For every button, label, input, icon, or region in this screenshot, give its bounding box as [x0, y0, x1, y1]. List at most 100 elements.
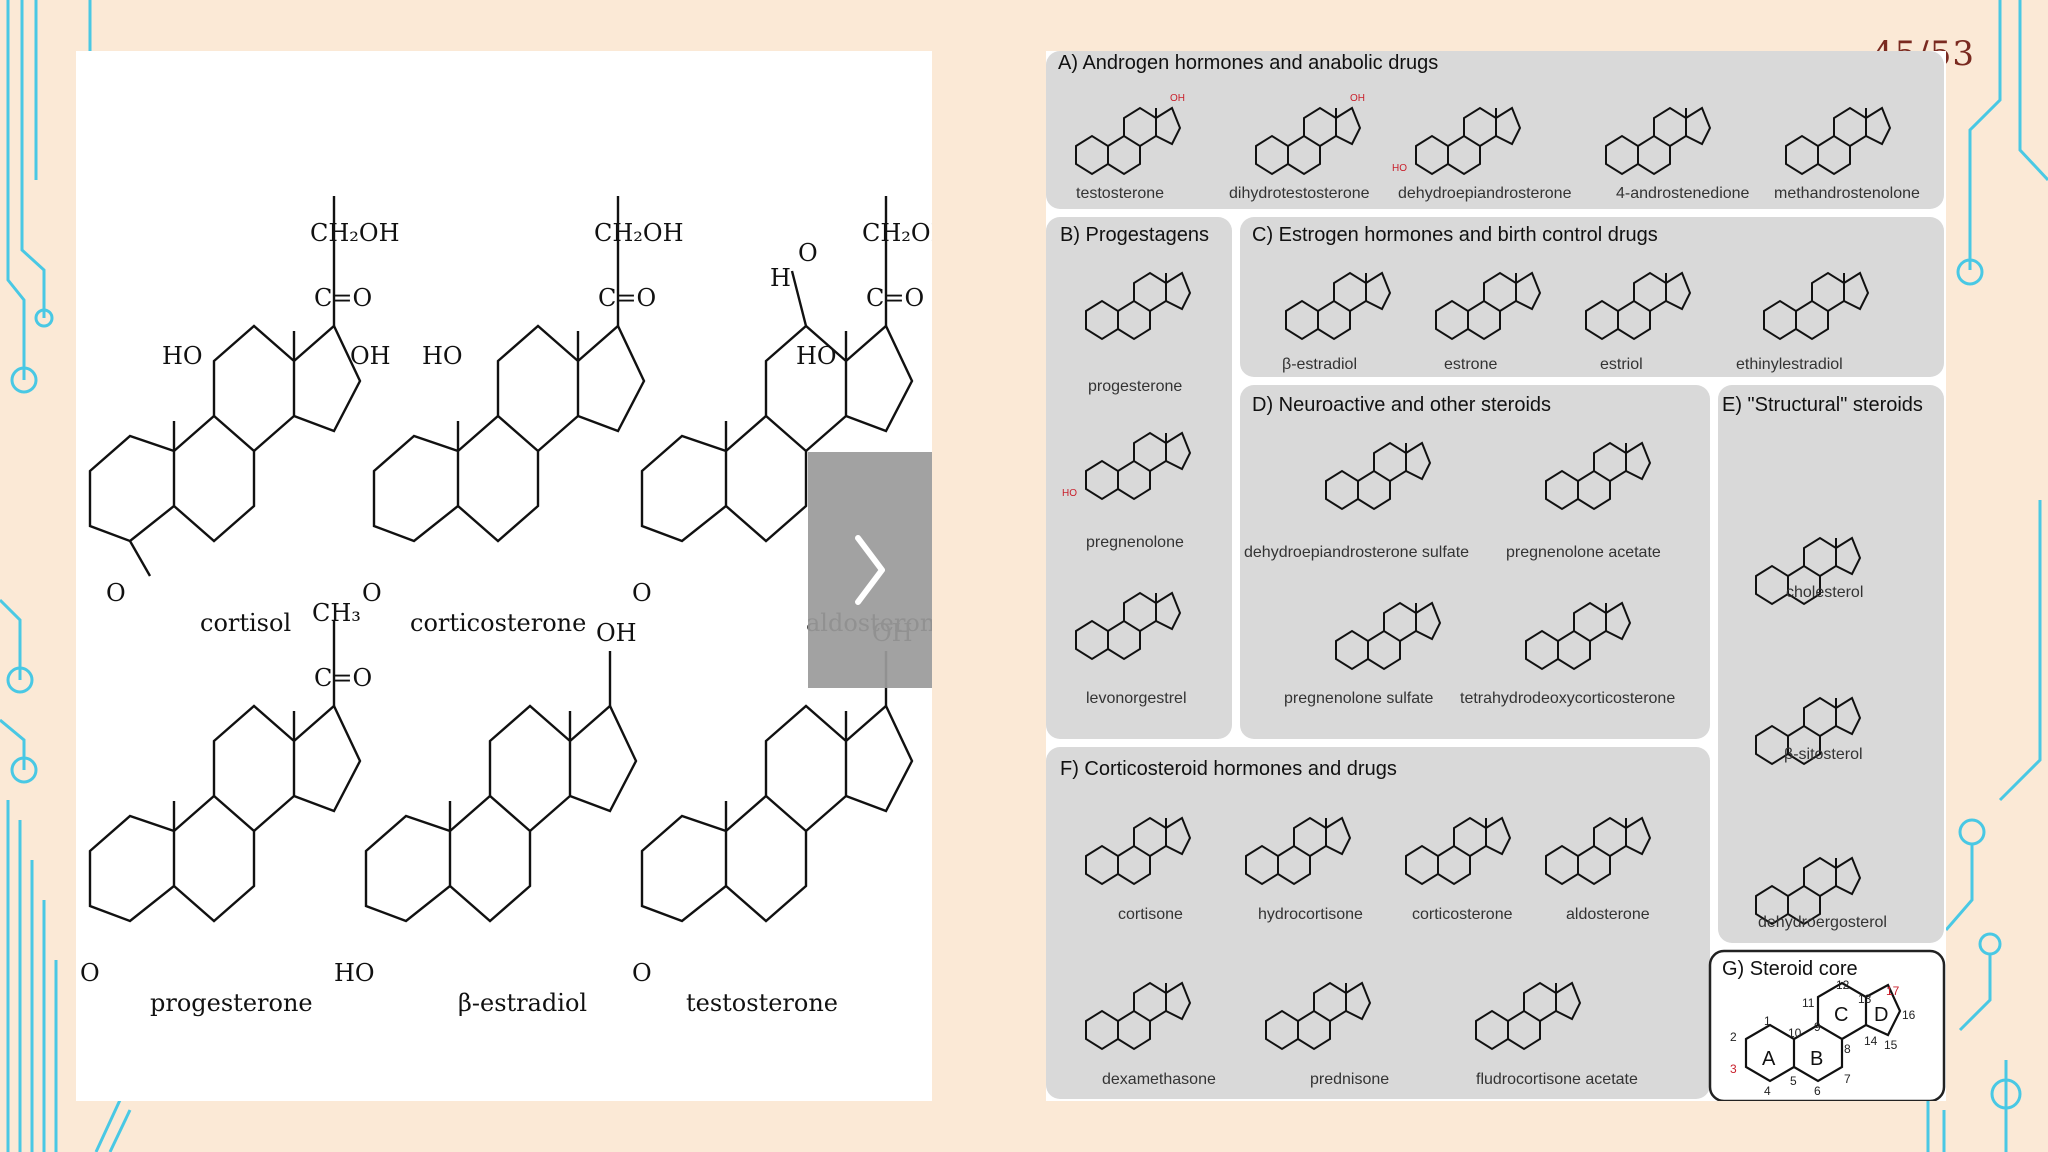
label-dhea-sulfate: dehydroepiandrosterone sulfate: [1244, 544, 1469, 561]
label-cholesterol: cholesterol: [1786, 584, 1863, 601]
panel-g: [1708, 949, 1946, 1101]
label-androstenedione: 4-androstenedione: [1616, 185, 1750, 202]
core-num-10: 10: [1788, 1026, 1802, 1040]
label-pregnenolone-acetate: pregnenolone acetate: [1506, 544, 1661, 561]
core-num-12: 12: [1836, 978, 1850, 992]
label-dehydroergosterol: dehydroergosterol: [1758, 914, 1887, 931]
cortisol-ho-label: HO: [162, 342, 203, 370]
cortisol-ch2oh-label: CH₂OH: [310, 219, 400, 247]
cortisol-co-label: C=O: [314, 284, 372, 312]
aldosterone-ho-label: HO: [796, 342, 837, 370]
ring-c-label: C: [1834, 1004, 1848, 1026]
molecule-estradiol: HO OH β-estradiol: [334, 619, 638, 1017]
progesterone-name: progesterone: [150, 989, 313, 1017]
panel-d-title: D) Neuroactive and other steroids: [1252, 394, 1551, 416]
core-num-6: 6: [1814, 1084, 1821, 1098]
estradiol-ho-label: HO: [334, 959, 375, 987]
panel-f: [1046, 747, 1710, 1099]
panel-d: [1240, 385, 1710, 739]
progesterone-co-label: C=O: [314, 664, 372, 692]
label-estrone: estrone: [1444, 356, 1497, 373]
core-num-11: 11: [1802, 996, 1815, 1010]
panel-f-title: F) Corticosteroid hormones and drugs: [1060, 758, 1397, 780]
cortisol-o-label: O: [106, 579, 126, 607]
label-progesterone: progesterone: [1088, 378, 1182, 395]
steroid-structures-image: O HO OH C=O CH₂OH cortisol O HO C=O CH₂O…: [76, 51, 932, 1101]
panel-b: [1046, 217, 1232, 739]
estradiol-oh-label: OH: [596, 619, 637, 647]
ho-label: HO: [1062, 488, 1077, 499]
aldosterone-o-label: O: [632, 579, 652, 607]
core-num-1: 1: [1764, 1014, 1771, 1028]
cortisol-oh-label: OH: [350, 342, 391, 370]
core-num-8: 8: [1844, 1042, 1851, 1056]
ring-a-label: A: [1762, 1048, 1776, 1070]
oh-label: OH: [1170, 93, 1185, 104]
oh-label: OH: [1350, 93, 1365, 104]
core-num-9: 9: [1814, 1020, 1821, 1034]
label-cortisone: cortisone: [1118, 906, 1183, 923]
progesterone-o-label: O: [80, 959, 100, 987]
corticosterone-name: corticosterone: [410, 609, 586, 637]
label-pregnenolone-sulfate: pregnenolone sulfate: [1284, 690, 1434, 707]
aldosterone-co-label: C=O: [866, 284, 924, 312]
label-pregnenolone: pregnenolone: [1086, 534, 1184, 551]
panel-c-title: C) Estrogen hormones and birth control d…: [1252, 224, 1658, 246]
steroid-core-diagram: [1744, 981, 1902, 1083]
aldosterone-ch2oh-label: CH₂OH: [862, 219, 932, 247]
corticosterone-co-label: C=O: [598, 284, 656, 312]
label-levonorgestrel: levonorgestrel: [1086, 690, 1187, 707]
label-sitosterol: β-sitosterol: [1784, 746, 1863, 763]
core-num-17: 17: [1886, 984, 1900, 998]
testosterone-name: testosterone: [686, 989, 838, 1017]
aldosterone-aldehyde-o-label: O: [798, 239, 818, 267]
panel-b-title: B) Progestagens: [1060, 224, 1209, 246]
corticosterone-ch2oh-label: CH₂OH: [594, 219, 684, 247]
core-num-3: 3: [1730, 1062, 1737, 1076]
label-estradiol: β-estradiol: [1282, 356, 1357, 373]
label-dehydroepiandrosterone: dehydroepiandrosterone: [1398, 185, 1572, 202]
label-dihydrotestosterone: dihydrotestosterone: [1229, 185, 1370, 202]
core-num-15: 15: [1884, 1038, 1898, 1052]
label-prednisone: prednisone: [1310, 1071, 1389, 1088]
label-testosterone: testosterone: [1076, 185, 1164, 202]
cortisol-name: cortisol: [200, 609, 291, 637]
testosterone-o-label: O: [632, 959, 652, 987]
ring-b-label: B: [1810, 1048, 1823, 1070]
progesterone-ch3-label: CH₃: [312, 599, 361, 627]
panel-e-title: E) "Structural" steroids: [1722, 394, 1923, 416]
panel-a-title: A) Androgen hormones and anabolic drugs: [1058, 52, 1438, 74]
molecule-b-pregnenolone: HO: [1062, 432, 1191, 500]
label-estriol: estriol: [1600, 356, 1643, 373]
panel-e: [1718, 385, 1944, 943]
core-num-4: 4: [1764, 1084, 1771, 1098]
label-hydrocortisone: hydrocortisone: [1258, 906, 1363, 923]
corticosterone-o-label: O: [362, 579, 382, 607]
molecule-a-dhea: HO: [1392, 107, 1521, 175]
aldosterone-h-label: H: [770, 264, 791, 292]
molecule-cortisol: O HO OH C=O CH₂OH cortisol: [88, 196, 400, 637]
ho-label: HO: [1392, 163, 1407, 174]
estradiol-name: β-estradiol: [458, 989, 587, 1017]
corticosterone-ho-label: HO: [422, 342, 463, 370]
molecule-progesterone: O C=O CH₃ progesterone: [80, 599, 372, 1017]
core-num-2: 2: [1730, 1030, 1737, 1044]
molecule-corticosterone: O HO C=O CH₂OH corticosterone: [362, 196, 684, 637]
label-corticosterone: corticosterone: [1412, 906, 1513, 923]
core-num-14: 14: [1864, 1034, 1878, 1048]
label-fludrocortisone: fludrocortisone acetate: [1476, 1071, 1638, 1088]
label-aldosterone: aldosterone: [1566, 906, 1650, 923]
label-dexamethasone: dexamethasone: [1102, 1071, 1216, 1088]
panel-c: [1240, 217, 1944, 377]
label-ethinylestradiol: ethinylestradiol: [1736, 356, 1843, 373]
core-num-7: 7: [1844, 1072, 1851, 1086]
ring-d-label: D: [1874, 1004, 1888, 1026]
molecule-a-dihydrotestosterone: OH: [1255, 93, 1365, 175]
core-num-16: 16: [1902, 1008, 1916, 1022]
core-num-13: 13: [1858, 992, 1872, 1006]
panel-g-title: G) Steroid core: [1722, 958, 1858, 980]
label-methandrostenolone: methandrostenolone: [1774, 185, 1920, 202]
next-slide-button[interactable]: [808, 452, 932, 688]
core-num-5: 5: [1790, 1074, 1797, 1088]
